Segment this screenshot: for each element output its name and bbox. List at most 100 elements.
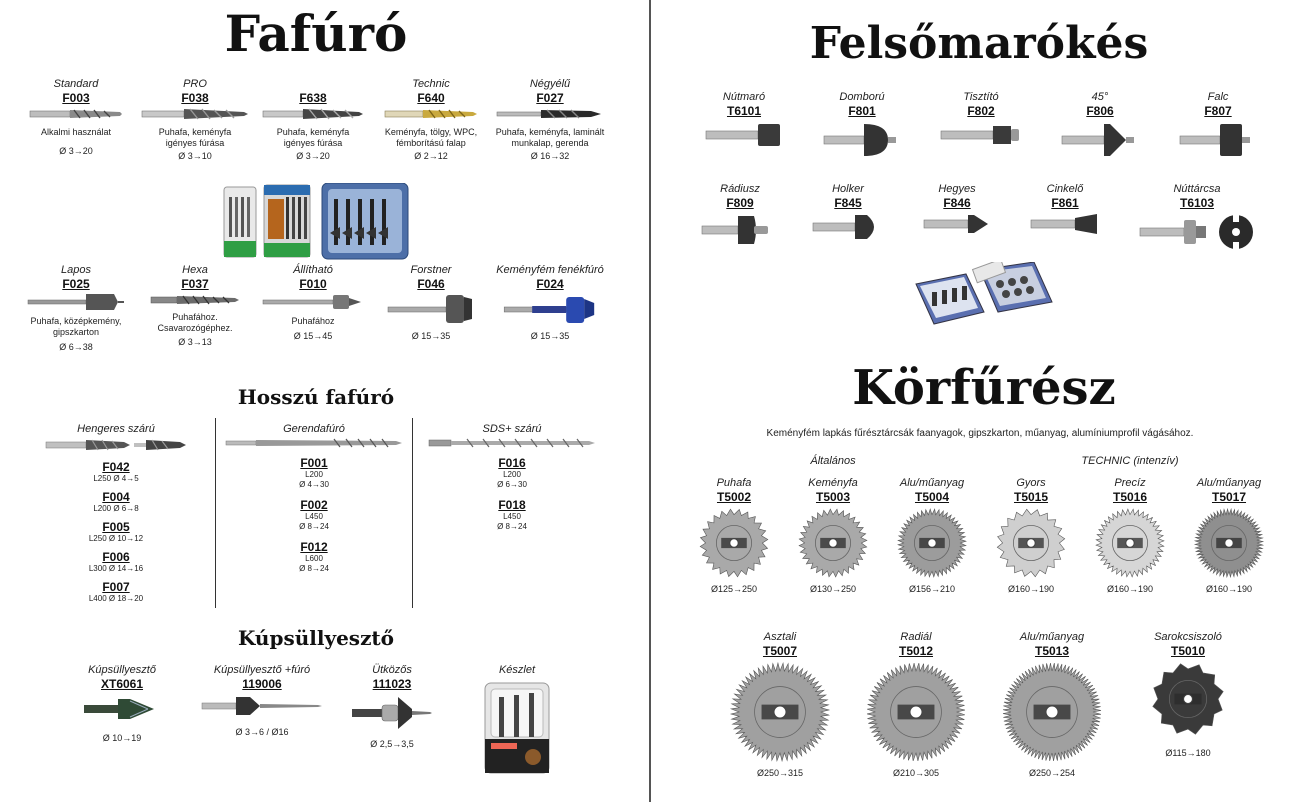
long-drill-category: Gerendafúró [283,423,345,435]
router-code[interactable]: T6101 [726,104,762,118]
drill-desc-line: Puhafa, keményfa [158,127,232,137]
long-drill-code[interactable]: F042 [102,460,130,474]
saw-item-t5015[interactable]: Gyors T5015 Ø160→190 [996,477,1066,595]
drill-diameter: Ø 6→38 [59,342,93,352]
saw-category: Sarokcsiszoló [1154,631,1222,643]
saw-category: Radiál [900,631,932,643]
saw-code[interactable]: T5017 [1211,490,1247,504]
countersink-code[interactable]: 111023 [372,677,412,691]
drill-code[interactable]: F025 [62,277,90,291]
saw-item-t5004[interactable]: Alu/műanyag T5004 Ø156→210 [897,477,967,595]
drill-item-f003[interactable]: Standard F003 Alkalmi használat Ø 3→20 [28,78,124,157]
saw-item-t5012[interactable]: Radiál T5012 Ø210→305 [866,631,966,779]
drill-code[interactable]: F027 [536,91,564,105]
router-category: Nútmaró [722,91,766,103]
long-drill-diameter: Ø 8→24 [497,522,527,531]
drill-desc-line: fémborítású falap [396,138,466,148]
router-item-f801[interactable]: Domború F801 [822,91,902,160]
radius-router-bit-icon [701,216,768,244]
router-item-f846[interactable]: Hegyes F846 [922,183,992,236]
countersink-item-set[interactable]: Készlet [483,664,551,775]
long-drill-code[interactable]: F001 [300,456,328,470]
saw-code[interactable]: T5002 [716,490,752,504]
router-code[interactable]: F807 [1204,104,1232,118]
countersink-item-111023[interactable]: Ütközős 111023 Ø 2,5→3,5 [350,664,434,750]
drill-code[interactable]: F037 [181,277,209,291]
drill-item-f027[interactable]: Négyélű F027 Puhafa, keményfa, laminált … [495,78,605,162]
router-code[interactable]: F802 [967,104,995,118]
saw-code[interactable]: T5013 [1034,644,1070,658]
rebate-router-bit-icon [1179,124,1250,156]
drill-item-f010[interactable]: Állítható F010 Puhafához Ø 15→45 [261,264,365,342]
drill-item-f046[interactable]: Forstner F046 Ø 15→35 [386,264,476,342]
router-item-f845[interactable]: Holker F845 [811,183,885,242]
drill-item-f638[interactable]: F638 Puhafa, keményfa igényes fúrása Ø 3… [261,78,365,162]
router-item-f807[interactable]: Falc F807 [1178,91,1258,160]
saw-item-t5002[interactable]: Puhafa T5002 Ø125→250 [699,477,769,595]
router-code[interactable]: F801 [848,104,876,118]
long-drill-code[interactable]: F005 [102,520,130,534]
drill-code[interactable]: F640 [417,91,445,105]
saw-blade-icon [729,661,831,763]
saw-code[interactable]: T5003 [815,490,851,504]
saw-code[interactable]: T5015 [1013,490,1049,504]
drill-code[interactable]: F638 [299,91,327,105]
router-item-f806[interactable]: 45° F806 [1060,91,1140,160]
saw-code[interactable]: T5016 [1112,490,1148,504]
saw-blade-icon [1193,507,1265,579]
saw-category: Gyors [1016,477,1046,489]
router-code[interactable]: F845 [834,196,862,210]
router-item-t6101[interactable]: Nútmaró T6101 [704,91,784,150]
countersink-item-119006[interactable]: Kúpsüllyesztő +fúró 119006 Ø 3→6 / Ø16 [200,664,324,738]
saw-code[interactable]: T5004 [914,490,950,504]
drill-item-f037[interactable]: Hexa F037 Puhafához. Csavarozógéphez. Ø … [149,264,241,348]
long-drill-code[interactable]: F016 [498,456,526,470]
saw-item-t5010[interactable]: Sarokcsiszoló T5010 Ø115→180 [1151,631,1225,759]
router-code[interactable]: F846 [943,196,971,210]
drill-category: Forstner [410,264,452,276]
drill-code[interactable]: F046 [417,277,445,291]
saw-item-t5003[interactable]: Keményfa T5003 Ø130→250 [798,477,868,595]
saw-blade-icon [1152,663,1224,735]
countersink-code[interactable]: 119006 [242,677,282,691]
drill-code[interactable]: F038 [181,91,209,105]
drill-desc-line: igényes fúrása [283,138,343,148]
drill-code[interactable]: F003 [62,91,90,105]
countersink-item-xt6061[interactable]: Kúpsüllyesztő XT6061 Ø 10→19 [82,664,162,744]
long-drill-code[interactable]: F012 [300,540,328,554]
drill-item-f025[interactable]: Lapos F025 Puhafa, középkemény, gipszkar… [26,264,126,353]
saw-code[interactable]: T5010 [1170,644,1206,658]
drill-item-f024[interactable]: Keményfém fenékfúró F024 Ø 15→35 [496,264,604,342]
saw-item-t5017[interactable]: Alu/műanyag T5017 Ø160→190 [1193,477,1265,595]
long-drill-length: L200 [503,470,521,479]
long-drill-code[interactable]: F018 [498,498,526,512]
countersink-diameter: Ø 3→6 / Ø16 [235,727,289,737]
router-item-t6103[interactable]: Núttárcsa T6103 [1138,183,1256,252]
long-drill-code[interactable]: F004 [102,490,130,504]
drill-code[interactable]: F024 [536,277,564,291]
dovetail-router-bit-icon [1030,214,1097,234]
long-drill-code[interactable]: F002 [300,498,328,512]
long-drill-code[interactable]: F007 [102,580,130,594]
router-code[interactable]: F806 [1086,104,1114,118]
saw-item-t5007[interactable]: Asztali T5007 Ø250→315 [729,631,831,779]
drill-item-f640[interactable]: Technic F640 Keményfa, tölgy, WPC, fémbo… [383,78,479,162]
router-item-f809[interactable]: Rádiusz F809 [700,183,780,248]
saw-item-t5013[interactable]: Alu/műanyag T5013 Ø250→254 [1002,631,1102,779]
router-item-f802[interactable]: Tisztító F802 [939,91,1023,150]
drill-code[interactable]: F010 [299,277,327,291]
router-code[interactable]: F809 [726,196,754,210]
router-code[interactable]: F861 [1051,196,1079,210]
countersink-code[interactable]: XT6061 [100,677,144,691]
drill-item-f038[interactable]: PRO F038 Puhafa, keményfa igényes fúrása… [140,78,250,162]
saw-code[interactable]: T5012 [898,644,934,658]
saw-code[interactable]: T5007 [762,644,798,658]
router-code[interactable]: T6103 [1179,196,1215,210]
drill-category: Állítható [293,264,333,276]
router-item-f861[interactable]: Cinkelő F861 [1029,183,1101,236]
long-drill-code[interactable]: F006 [102,550,130,564]
saw-item-t5016[interactable]: Precíz T5016 Ø160→190 [1095,477,1165,595]
saw-diameter: Ø125→250 [710,584,758,594]
drill-diameter: Ø 16→32 [530,151,570,161]
chamfer-router-bit-icon [1061,124,1134,156]
